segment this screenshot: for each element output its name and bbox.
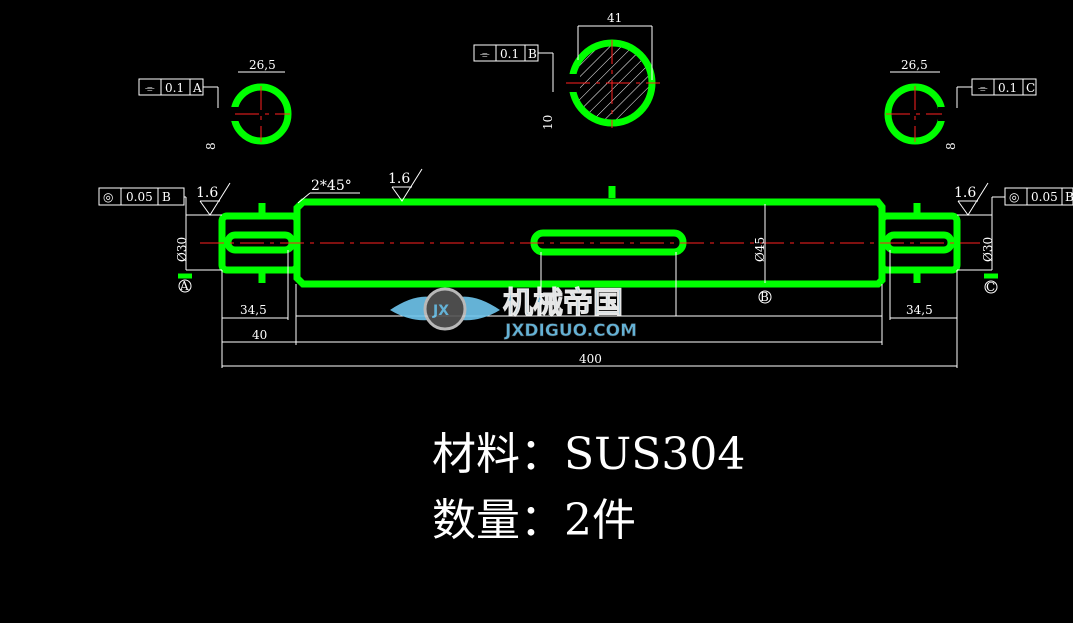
- watermark-cn: 机械帝国: [503, 286, 623, 321]
- watermark-en: JXDIGUO.COM: [504, 321, 637, 341]
- chamfer-note: 2*45°: [311, 178, 352, 194]
- section-center: 41 ⌯ 0.1 B 10: [473, 11, 660, 130]
- dim-right-diameter: Ø30: [981, 237, 995, 262]
- tol-datum: C: [1026, 81, 1035, 95]
- dim-diameter: 26,5: [901, 58, 928, 72]
- roughness-mid: 1.6: [388, 171, 410, 187]
- dim-diameter: 26,5: [249, 58, 276, 72]
- material-note: 材料：SUS304: [432, 429, 746, 480]
- tol-datum: A: [192, 81, 202, 95]
- dim-diameter: 41: [607, 11, 622, 25]
- watermark-logo: JX 机械帝国 JXDIGUO.COM: [390, 286, 637, 341]
- symmetry-icon: ⌯: [480, 47, 490, 61]
- datum-c: C: [986, 280, 995, 294]
- dim-left-diameter: Ø30: [175, 237, 189, 262]
- tol-value: 0.1: [165, 81, 184, 95]
- concentricity-icon: ◎: [103, 190, 113, 204]
- roughness-symbol-icon: [199, 182, 231, 216]
- symmetry-icon: ⌯: [978, 81, 988, 95]
- tol-datum: B: [528, 47, 537, 61]
- dim-mid-diameter: Ø45: [753, 237, 767, 262]
- quantity-note: 数量：2件: [432, 495, 636, 546]
- roughness-right: 1.6: [954, 185, 976, 201]
- symmetry-icon: ⌯: [145, 81, 155, 95]
- roughness-left: 1.6: [196, 185, 218, 201]
- tol-value: 0.1: [998, 81, 1017, 95]
- tol-datum: B: [1065, 190, 1073, 204]
- dim-key-depth: 8: [204, 142, 218, 150]
- roughness-symbol-icon: [391, 168, 423, 202]
- dim-key-depth: 8: [944, 142, 958, 150]
- dim-left-step: 40: [252, 328, 267, 342]
- dim-right-key: 34,5: [906, 303, 933, 317]
- dim-left-key: 34,5: [240, 303, 267, 317]
- section-left: 26,5 ⌯ 0.1 A 8: [138, 58, 292, 150]
- watermark-badge: JX: [432, 303, 449, 319]
- shaft-elevation: ◎ 0.05 B Ø30 A 1.6 1.6 1.6 2*45° Ø45 B ◎…: [98, 168, 1073, 368]
- concentricity-icon: ◎: [1009, 190, 1019, 204]
- tol-value: 0.05: [126, 190, 153, 204]
- tol-value: 0.1: [500, 47, 519, 61]
- dim-total: 400: [579, 352, 602, 366]
- section-right: 26,5 ⌯ 0.1 C 8: [884, 58, 1037, 150]
- datum-a: A: [179, 279, 189, 293]
- dim-key-depth: 10: [541, 115, 555, 130]
- datum-b: B: [760, 290, 769, 304]
- tol-value: 0.05: [1031, 190, 1058, 204]
- shaft-body: [293, 198, 886, 288]
- tol-datum: B: [162, 190, 171, 204]
